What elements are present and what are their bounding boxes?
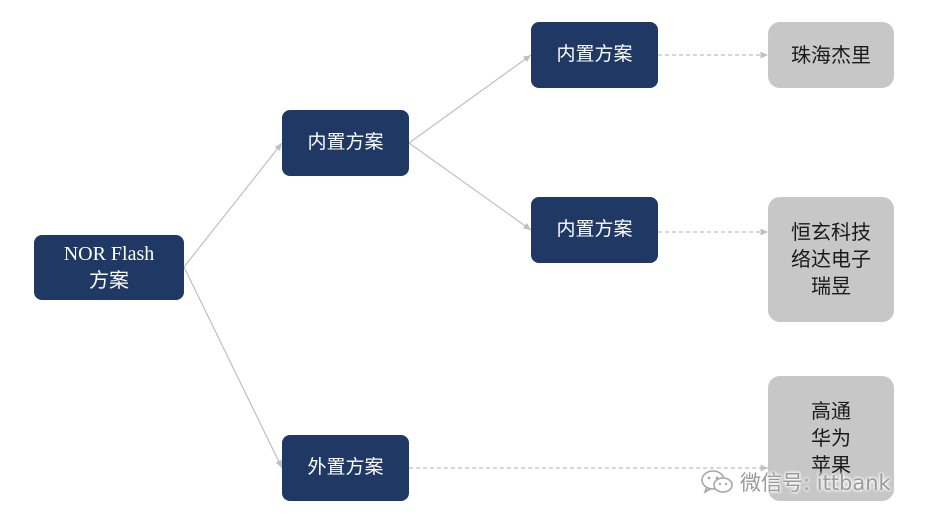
connector-root-to-mid-upper — [183, 142, 283, 268]
vendor-box-2-line-2: 络达电子 — [791, 247, 871, 271]
vendor-box-3-line-2: 华为 — [811, 426, 851, 450]
vendor-box-2-line-3: 瑞昱 — [811, 274, 851, 298]
leaf-node-internal-upper-label: 内置方案 — [556, 43, 633, 66]
vendor-box-3-line-3: 苹果 — [811, 453, 851, 477]
mid-node-internal: 内置方案 — [282, 110, 409, 176]
root-node-line-2: 方案 — [89, 269, 129, 292]
vendor-box-2-line-1: 恒玄科技 — [791, 220, 871, 244]
watermark: 微信号: ittbank — [700, 467, 891, 497]
leaf-node-internal-upper: 内置方案 — [531, 22, 658, 88]
mid-node-external: 外置方案 — [282, 435, 409, 501]
connector-mid-upper-to-top-upper — [408, 54, 532, 144]
vendor-box-1-line-1: 珠海杰里 — [791, 42, 871, 67]
mid-node-external-label: 外置方案 — [307, 456, 384, 479]
vendor-box-1: 珠海杰里 — [768, 22, 894, 88]
leaf-node-internal-lower-label: 内置方案 — [556, 218, 633, 241]
connector-root-to-mid-lower — [183, 266, 283, 469]
connector-mid-upper-to-top-lower — [408, 142, 532, 231]
vendor-box-2: 恒玄科技 络达电子 瑞昱 — [768, 197, 894, 322]
vendor-box-3: 高通 华为 苹果 — [768, 376, 894, 501]
wechat-icon — [700, 468, 734, 496]
leaf-node-internal-lower: 内置方案 — [531, 197, 658, 263]
vendor-box-3-line-1: 高通 — [811, 399, 851, 423]
root-node-line-1: NOR Flash — [63, 242, 155, 265]
mid-node-internal-label: 内置方案 — [307, 131, 384, 154]
root-node-nor-flash: NOR Flash 方案 — [34, 235, 184, 300]
watermark-text: 微信号: ittbank — [740, 471, 891, 495]
